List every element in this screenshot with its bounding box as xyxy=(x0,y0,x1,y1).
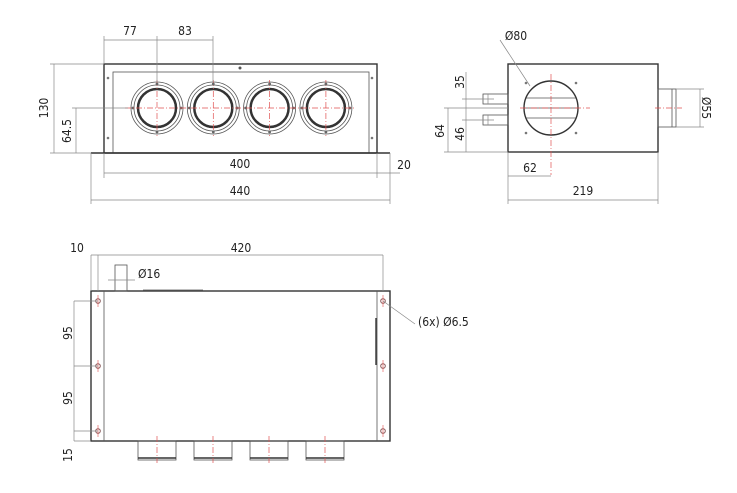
front-view: 77 83 130 64.5 400 20 440 xyxy=(37,24,411,204)
dim-440: 440 xyxy=(230,184,251,198)
dim-d80: Ø80 xyxy=(505,29,527,43)
dim-130: 130 xyxy=(37,98,51,119)
dim-holes: (6x) Ø6.5 xyxy=(418,315,469,329)
dim-83: 83 xyxy=(178,24,192,38)
side-view: Ø55 Ø80 35 64 46 62 219 xyxy=(433,29,713,204)
dim-20: 20 xyxy=(397,158,411,172)
dim-219: 219 xyxy=(573,184,594,198)
dim-10: 10 xyxy=(70,241,84,255)
top-housing-outline xyxy=(90,290,391,442)
front-inner-panel xyxy=(112,71,370,154)
front-housing-outline xyxy=(103,63,378,154)
dim-95-upper: 95 xyxy=(61,326,75,340)
pipe-d16 xyxy=(114,264,128,292)
dim-d55: Ø55 xyxy=(699,97,713,119)
mounting-hole xyxy=(380,360,386,372)
top-view: Ø16 10 420 95 95 15 (6x) Ø6.5 xyxy=(61,241,469,463)
dim-400: 400 xyxy=(230,157,251,171)
bottom-outlet xyxy=(193,436,233,463)
dim-64-5: 64.5 xyxy=(60,119,74,143)
dim-95-lower: 95 xyxy=(61,391,75,405)
mounting-hole xyxy=(380,425,386,437)
dim-64: 64 xyxy=(433,124,447,138)
dim-35: 35 xyxy=(453,75,467,89)
dim-77: 77 xyxy=(123,24,137,38)
bottom-outlet xyxy=(137,436,177,463)
dim-46: 46 xyxy=(453,127,467,141)
dim-d16: Ø16 xyxy=(138,267,160,281)
dim-15: 15 xyxy=(61,448,75,462)
dim-62: 62 xyxy=(523,161,537,175)
bottom-outlet xyxy=(249,436,289,463)
dim-420: 420 xyxy=(231,241,252,255)
bottom-outlet xyxy=(305,436,345,463)
